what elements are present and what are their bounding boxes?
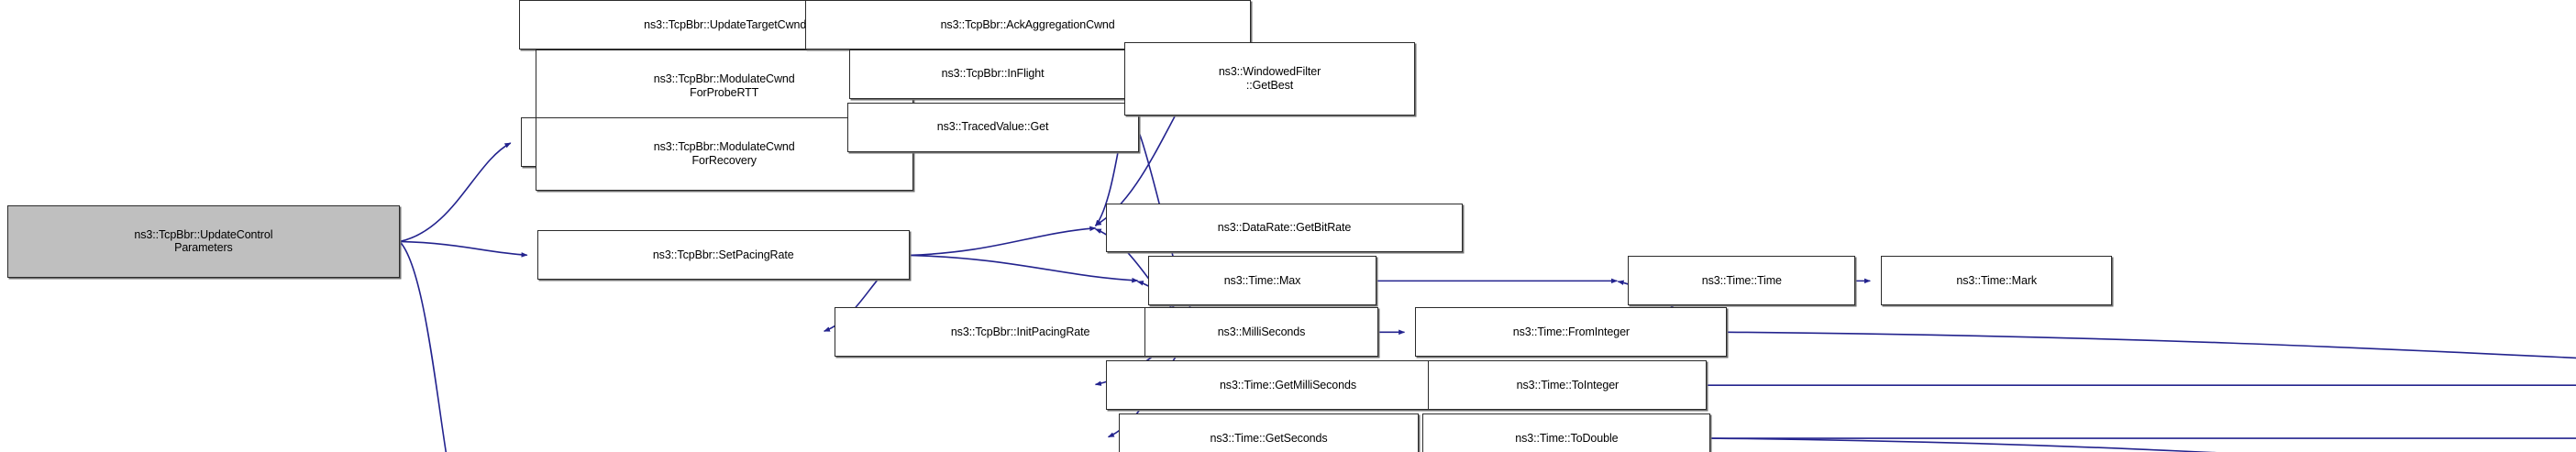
graph-node-timegetmilliseconds[interactable]: ns3::Time::GetMilliSeconds	[1105, 360, 1471, 411]
graph-edge-setpacingrate-to-dataategetbitrate	[909, 226, 1097, 257]
graph-node-ackaggregationcwnd[interactable]: ns3::TcpBbr::AckAggregationCwnd	[804, 0, 1251, 50]
graph-node-timegetseconds[interactable]: ns3::Time::GetSeconds	[1118, 413, 1420, 452]
graph-node-timetodouble[interactable]: ns3::Time::ToDouble	[1422, 413, 1711, 452]
graph-node-label: ns3::TcpBbr::InFlight	[941, 67, 1045, 81]
graph-node-setpacingrate[interactable]: ns3::TcpBbr::SetPacingRate	[536, 230, 910, 281]
graph-node-label: ns3::Time::Mark	[1956, 273, 2038, 287]
graph-node-label: ns3::Time::ToDouble	[1515, 431, 1619, 445]
graph-edge-updatecontrolparameters-to-setpacingrate	[399, 240, 528, 258]
graph-node-inflight[interactable]: ns3::TcpBbr::InFlight	[848, 49, 1137, 99]
graph-node-label: ns3::Time::Max	[1223, 273, 1301, 287]
graph-node-label: ns3::Time::ToInteger	[1516, 378, 1620, 391]
graph-node-label: ns3::DataRate::GetBitRate	[1217, 221, 1352, 235]
graph-node-label: ns3::TcpBbr::SetPacingRate	[652, 248, 794, 262]
graph-node-label: ns3::Time::GetMilliSeconds	[1219, 378, 1357, 391]
graph-node-label: ns3::TcpBbr::UpdateControl Parameters	[134, 227, 273, 255]
graph-edge-updatecontrolparameters-to-setsendquantum	[399, 240, 448, 452]
graph-edge-updatecontrolparameters-to-setcwnd	[399, 142, 512, 243]
graph-node-updatecontrolparameters[interactable]: ns3::TcpBbr::UpdateControl Parameters	[6, 204, 400, 279]
graph-node-label: ns3::TcpBbr::InitPacingRate	[950, 325, 1090, 338]
graph-node-milliseconds[interactable]: ns3::MilliSeconds	[1144, 307, 1379, 358]
graph-node-label: ns3::WindowedFilter ::GetBest	[1218, 65, 1321, 92]
graph-node-timemax[interactable]: ns3::Time::Max	[1147, 256, 1377, 306]
graph-edge-timetodouble-to-int64x64getdouble	[1710, 437, 2218, 452]
graph-node-timetime[interactable]: ns3::Time::Time	[1628, 256, 1856, 306]
graph-node-tracedvalueget[interactable]: ns3::TracedValue::Get	[846, 102, 1139, 152]
graph-node-label: ns3::Time::FromInteger	[1512, 325, 1630, 338]
graph-node-dataategetbitrate[interactable]: ns3::DataRate::GetBitRate	[1105, 203, 1464, 253]
graph-node-label: ns3::TcpBbr::UpdateTargetCwnd	[644, 17, 807, 31]
graph-node-timemark[interactable]: ns3::Time::Mark	[1881, 256, 2113, 306]
graph-node-label: ns3::TracedValue::Get	[936, 120, 1049, 134]
graph-node-label: ns3::MilliSeconds	[1217, 325, 1306, 338]
graph-edge-timefrominteger-to-timepeekinformation	[1727, 331, 2576, 359]
graph-edge-setpacingrate-to-timemax	[909, 254, 1139, 283]
graph-node-windowedfiltergetbest[interactable]: ns3::WindowedFilter ::GetBest	[1123, 41, 1416, 116]
graph-node-timefrominteger[interactable]: ns3::Time::FromInteger	[1415, 307, 1728, 358]
graph-node-label: ns3::TcpBbr::ModulateCwnd ForRecovery	[653, 139, 795, 167]
graph-node-timetointeger[interactable]: ns3::Time::ToInteger	[1428, 360, 1708, 411]
graph-node-label: ns3::Time::GetSeconds	[1210, 431, 1328, 445]
graph-node-label: ns3::Time::Time	[1701, 273, 1782, 287]
graph-node-label: ns3::TcpBbr::AckAggregationCwnd	[940, 17, 1115, 31]
graph-node-label: ns3::TcpBbr::ModulateCwnd ForProbeRTT	[653, 72, 795, 99]
